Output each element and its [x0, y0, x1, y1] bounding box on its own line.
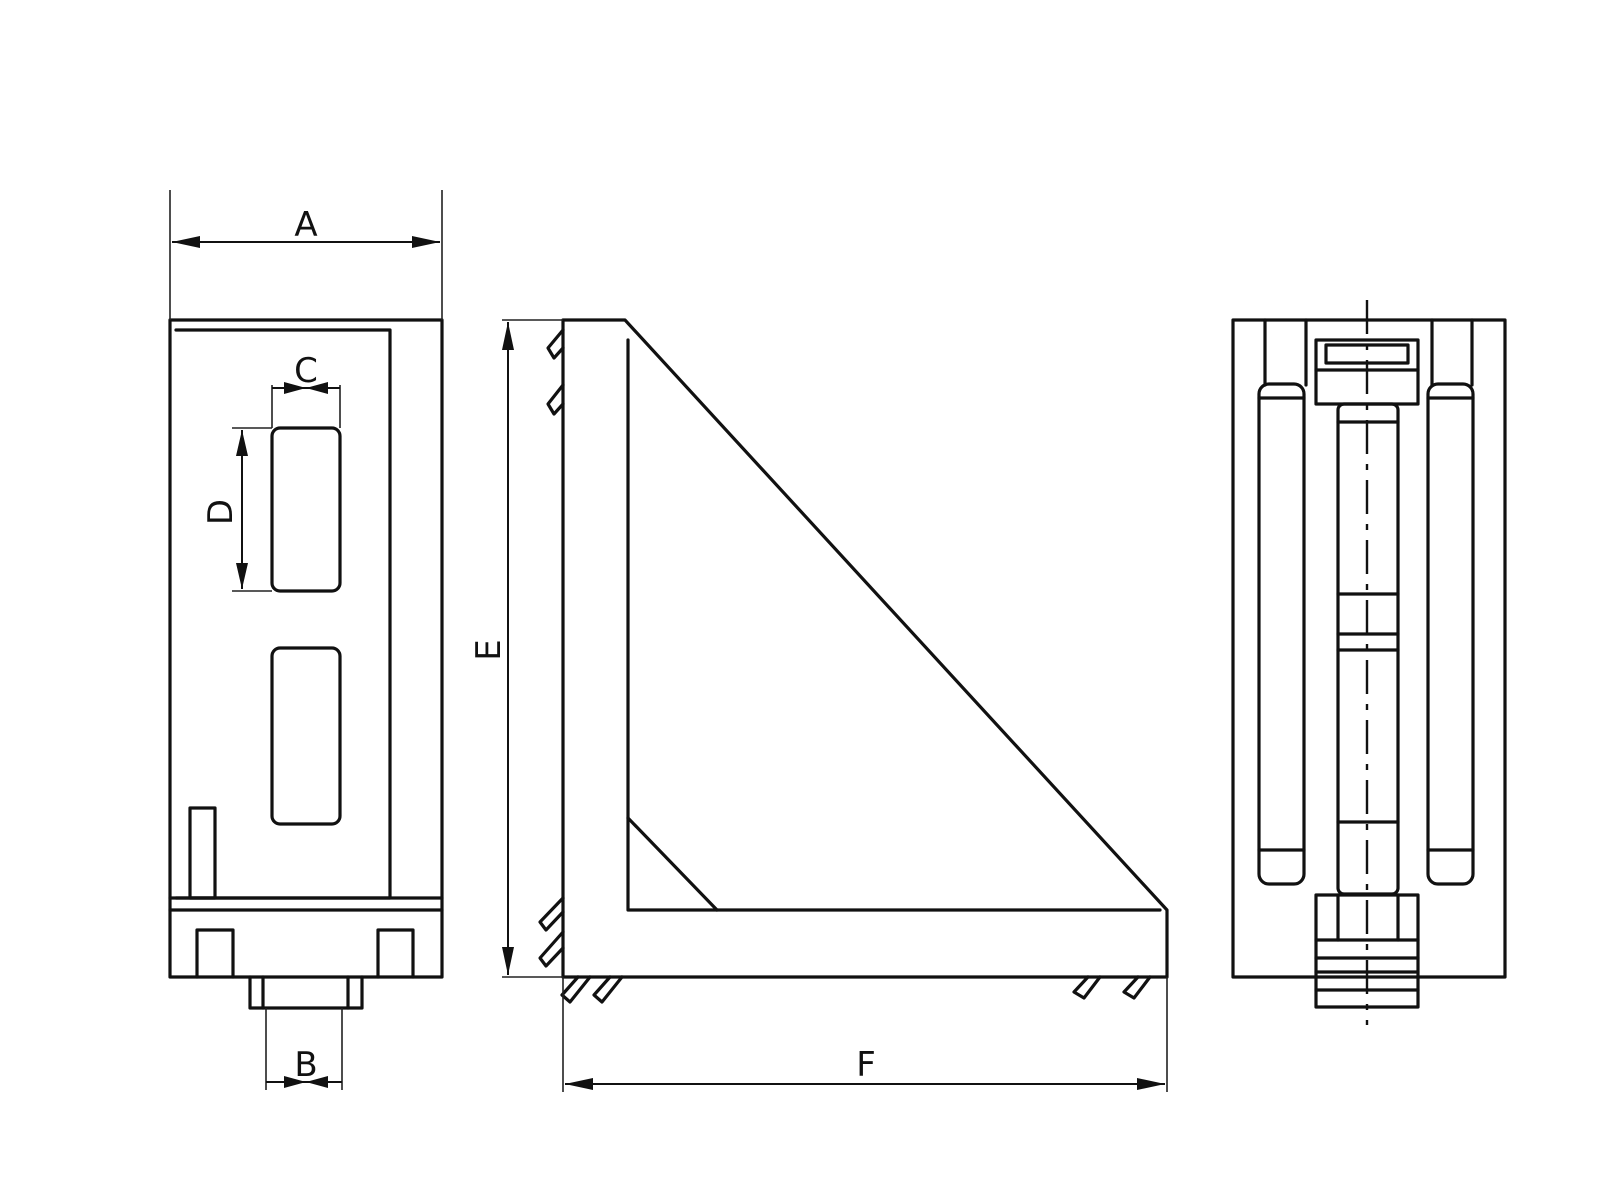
side-view: E F	[469, 318, 1169, 1092]
dimension-f-label: F	[856, 1045, 876, 1085]
slot-lower	[270, 646, 342, 826]
dimension-e-label: E	[469, 639, 509, 660]
dimension-b-label: B	[294, 1045, 317, 1085]
end-view	[1231, 300, 1507, 1025]
front-view: A C D B	[168, 190, 444, 1090]
slot-upper	[270, 426, 342, 593]
dimension-a-label: A	[294, 205, 317, 245]
dimension-c-label: C	[294, 351, 318, 391]
dimension-d-label: D	[201, 499, 241, 525]
